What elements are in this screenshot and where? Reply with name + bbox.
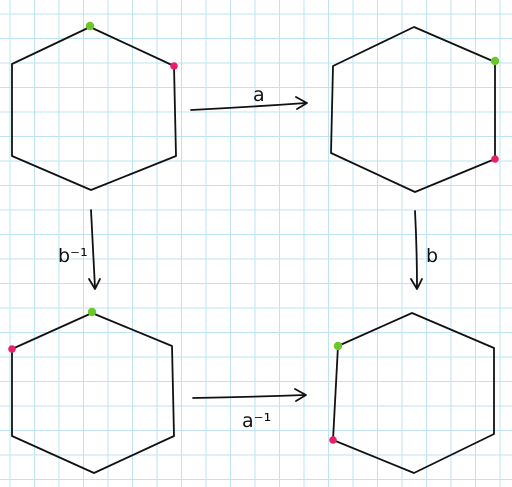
arrow-a-inverse-shaft [192, 394, 306, 399]
arrow-b-inverse-head [88, 278, 101, 290]
vertex-pink-upper-left [8, 345, 16, 353]
hexagon-top-left [11, 21, 178, 191]
arrow-b-inverse-shaft [90, 209, 96, 289]
hexagon-top-right-outline [330, 26, 496, 193]
vertex-pink-lower-left [329, 436, 337, 444]
vertex-green-top [85, 21, 95, 31]
arrow-b-label: b [426, 245, 438, 267]
hexagon-bottom-right-outline [332, 312, 495, 474]
arrow-b-shaft [414, 210, 418, 289]
vertex-green-upper-left [333, 341, 343, 351]
hexagon-bottom-right [329, 312, 495, 474]
hexagon-top-right [330, 26, 500, 193]
vertex-green-upper-right [490, 56, 500, 66]
arrow-b-inverse: b⁻¹ [58, 209, 101, 290]
arrow-a-inverse-head [294, 388, 307, 402]
arrow-b-head [410, 278, 423, 290]
arrow-a-label: a [253, 84, 265, 106]
arrow-a-inverse-label: a⁻¹ [242, 410, 271, 432]
arrow-b-inverse-label: b⁻¹ [58, 245, 88, 267]
arrow-b: b [410, 210, 438, 290]
vertex-green-top [87, 307, 97, 317]
vertex-pink-upper-right [170, 62, 178, 70]
vertex-pink-lower-right [491, 155, 499, 163]
hexagon-bottom-left [8, 307, 175, 474]
hexagon-bottom-left-outline [11, 312, 175, 474]
arrow-a-inverse: a⁻¹ [192, 388, 307, 432]
arrow-a: a [190, 84, 308, 111]
arrow-a-head [295, 96, 308, 110]
hexagon-top-left-outline [11, 26, 177, 191]
arrow-a-shaft [190, 102, 307, 111]
